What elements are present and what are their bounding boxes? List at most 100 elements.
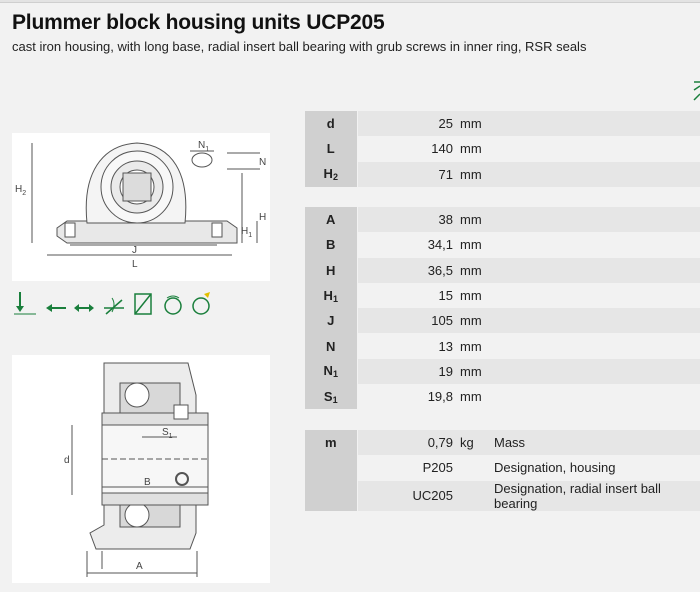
table-row: H1 15 mm [305, 282, 700, 309]
value-cell: 140 [357, 136, 459, 162]
symbol-cell: N1 [305, 358, 358, 385]
label-n1: N1 [198, 140, 209, 153]
table-row: H2 71 mm [305, 161, 700, 187]
unit-cell: mm [459, 358, 494, 385]
top-divider [0, 0, 700, 3]
desc-cell: Designation, radial insert ball bearing [494, 480, 700, 511]
desc-cell [494, 358, 700, 385]
value-cell: 36,5 [357, 257, 459, 283]
value-cell: 25 [357, 111, 459, 137]
symbol-cell: H2 [305, 161, 358, 187]
value-cell: 0,79 [357, 430, 459, 456]
unit-cell: mm [459, 384, 494, 410]
value-cell: 105 [357, 308, 459, 334]
unit-cell: mm [459, 257, 494, 283]
symbol-cell: L [305, 136, 358, 162]
label-n: N [259, 157, 266, 168]
axial-load-icon [46, 304, 66, 312]
housing-section-view-drawing: S1 d B A [12, 355, 270, 583]
desc-cell: Mass [494, 430, 700, 456]
table-row: A 38 mm [305, 207, 700, 233]
unit-cell: mm [459, 333, 494, 359]
symbol-cell: m [305, 430, 358, 456]
value-cell: UC205 [357, 480, 459, 511]
label-d: d [64, 455, 70, 466]
value-cell: 19 [357, 358, 459, 385]
radial-load-icon [14, 292, 36, 315]
symbol-cell: N [305, 333, 358, 359]
bidirectional-axial-load-icon [74, 304, 94, 312]
symbol-cell: S1 [305, 384, 358, 410]
page-subtitle: cast iron housing, with long base, radia… [12, 39, 587, 54]
label-s1: S1 [162, 427, 173, 440]
table-row: L 140 mm [305, 136, 700, 162]
unit-cell: mm [459, 232, 494, 258]
table-row: N 13 mm [305, 333, 700, 359]
dimensions-table: A 38 mm B 34,1 mm H 36,5 mm H1 15 mm J 1… [305, 207, 700, 410]
value-cell: 15 [357, 282, 459, 309]
unit-cell: mm [459, 111, 494, 137]
desc-cell [494, 207, 700, 233]
table-row: P205 Designation, housing [305, 455, 700, 481]
corner-mark-icon [693, 81, 700, 101]
housing-section-view-svg: S1 d B A [64, 362, 209, 577]
desc-cell [494, 308, 700, 334]
symbol-cell: B [305, 232, 358, 258]
table-row: m 0,79 kg Mass [305, 430, 700, 456]
page-title: Plummer block housing units UCP205 [12, 11, 385, 34]
label-h: H [259, 212, 266, 223]
table-row: B 34,1 mm [305, 232, 700, 258]
unit-cell: mm [459, 207, 494, 233]
desc-cell [494, 136, 700, 162]
unit-cell [459, 480, 494, 511]
label-l: L [132, 259, 138, 270]
desc-cell [494, 161, 700, 187]
symbol-cell: A [305, 207, 358, 233]
desc-cell [494, 111, 700, 137]
unit-cell: mm [459, 136, 494, 162]
misalignment-icon [104, 297, 124, 315]
value-cell: P205 [357, 455, 459, 481]
main-dimensions-table: d 25 mm L 140 mm H2 71 mm [305, 111, 700, 187]
label-h2: H2 [15, 184, 26, 197]
symbol-cell: H1 [305, 282, 358, 309]
value-cell: 34,1 [357, 232, 459, 258]
unit-cell: kg [459, 430, 494, 456]
table-row: UC205 Designation, radial insert ball be… [305, 480, 700, 511]
desc-cell [494, 384, 700, 410]
unit-cell: mm [459, 308, 494, 334]
mass-designation-table: m 0,79 kg Mass P205 Designation, housing… [305, 430, 700, 511]
desc-cell: Designation, housing [494, 455, 700, 481]
housing-front-view-drawing: H2 N1 N H H1 J L [12, 133, 270, 281]
desc-cell [494, 333, 700, 359]
rotation-icon [192, 292, 210, 315]
unit-cell [459, 455, 494, 481]
label-j: J [132, 245, 137, 256]
label-a: A [136, 561, 143, 572]
symbol-cell: J [305, 308, 358, 334]
value-cell: 38 [357, 207, 459, 233]
symbol-cell: d [305, 111, 358, 137]
value-cell: 71 [357, 161, 459, 187]
relubrication-icon [134, 293, 152, 315]
desc-cell [494, 282, 700, 309]
unit-cell: mm [459, 282, 494, 309]
unit-cell: mm [459, 161, 494, 187]
feature-icons [14, 290, 224, 320]
desc-cell [494, 257, 700, 283]
value-cell: 19,8 [357, 384, 459, 410]
table-row: N1 19 mm [305, 358, 700, 385]
housing-front-view-svg: H2 N1 N H H1 J L [15, 140, 266, 270]
symbol-cell: H [305, 257, 358, 283]
desc-cell [494, 232, 700, 258]
symbol-cell [305, 480, 358, 511]
table-row: S1 19,8 mm [305, 384, 700, 410]
value-cell: 13 [357, 333, 459, 359]
table-row: d 25 mm [305, 111, 700, 137]
table-row: H 36,5 mm [305, 257, 700, 283]
label-b: B [144, 477, 151, 488]
table-row: J 105 mm [305, 308, 700, 334]
sealed-icon [164, 295, 182, 315]
label-h1: H1 [241, 226, 252, 239]
symbol-cell [305, 455, 358, 481]
